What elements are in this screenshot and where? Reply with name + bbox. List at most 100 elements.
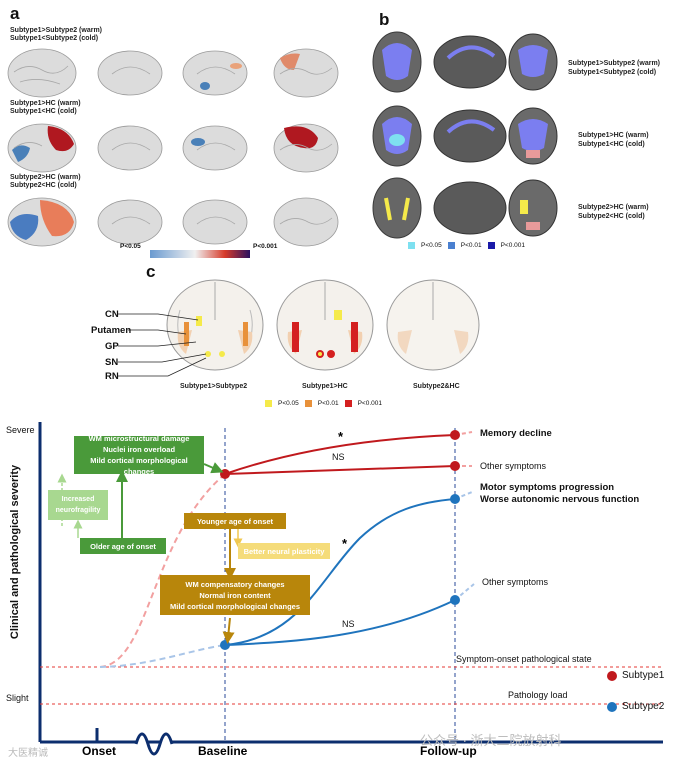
panel-b-legend-swatch-2	[447, 242, 455, 249]
panel-b-legend-swatch-3	[487, 242, 495, 249]
panel-b-legend-label-1: P<0.05	[421, 242, 442, 249]
panel-a-row2-label1: Subtype1>HC (warm)	[10, 100, 81, 107]
y-top-label: Severe	[6, 425, 35, 435]
brain-b-r2-sagittal	[433, 109, 507, 163]
annotation-star-subtype1: *	[338, 429, 344, 444]
panel-b-brains	[372, 31, 558, 239]
annotation-other1: Other symptoms	[480, 461, 547, 471]
subtype1-memory-node	[450, 430, 460, 440]
panel-c-structure-rn: RN	[105, 371, 119, 382]
panel-b-legend-swatch-1	[408, 242, 415, 249]
box-older-age: Older age of onset	[80, 538, 166, 554]
panel-c-legend-label-2: P<0.01	[317, 400, 339, 407]
watermark-right: 公众号 · 浙大二院放射科	[420, 733, 562, 748]
panel-b-row1-label2: Subtype1<Subtype2 (cold)	[568, 69, 657, 76]
panel-c-legend-swatch-1	[265, 400, 272, 407]
subtype2-other-node	[450, 595, 460, 605]
brain-b-r3-coronal	[508, 179, 558, 237]
box-wm-damage: WM microstructural damage Nuclei iron ov…	[74, 434, 204, 476]
legend-subtype1-label: Subtype1	[622, 670, 665, 681]
panel-a-row2-label2: Subtype1<HC (cold)	[10, 108, 77, 115]
panel-b-row3-label1: Subtype2>HC (warm)	[578, 204, 649, 211]
box-wm-damage-line3: Mild cortical morphological changes	[90, 456, 188, 476]
panel-c-caption-1: Subtype1>Subtype2	[180, 383, 248, 390]
brain-a-r1-lateral-right	[273, 48, 339, 98]
panel-b-legend-label-3: P<0.001	[500, 242, 525, 249]
brain-a-r2-medial-left	[97, 125, 163, 171]
panel-a-legend-high: P<0.001	[253, 243, 278, 250]
brain-c-1	[166, 279, 264, 371]
annotation-ns-subtype2: NS	[342, 619, 355, 629]
annotation-pathology-load: Pathology load	[508, 690, 568, 700]
subtype2-baseline-node	[220, 640, 230, 650]
brain-a-r3-lateral-right	[273, 197, 339, 247]
panel-c-letter: c	[146, 262, 156, 281]
annotation-motor: Motor symptoms progression	[480, 482, 615, 493]
box-wm-damage-line1: WM microstructural damage	[88, 434, 190, 443]
brain-a-r2-lateral-right	[273, 123, 339, 173]
brain-a-r1-lateral-left	[7, 48, 77, 98]
panel-b-row3-label2: Subtype2<HC (cold)	[578, 213, 645, 220]
panel-a-colorbar	[150, 250, 250, 258]
box-younger-age: Younger age of onset	[184, 513, 286, 529]
annotation-autonomic: Worse autonomic nervous function	[480, 494, 640, 505]
legend-subtype2-dot	[607, 702, 617, 712]
panel-c-legend-swatch-3	[344, 400, 352, 407]
panel-c-caption-2: Subtype1>HC	[302, 383, 348, 390]
box-wm-compensatory-line1: WM compensatory changes	[185, 579, 285, 589]
box-neurofragility: Increased neurofragility	[48, 490, 108, 520]
y-bottom-label: Slight	[6, 693, 29, 703]
subtype2-prebaseline-curve	[99, 644, 226, 668]
watermark-left: 大医精诚	[8, 748, 48, 759]
brain-c-3	[386, 279, 480, 371]
subtype2-other-curve	[224, 599, 456, 646]
panel-b-legend: P<0.05 P<0.01 P<0.001	[408, 242, 525, 249]
panel-b-row1-label1: Subtype1>Subtype2 (warm)	[568, 60, 660, 67]
x-label-onset: Onset	[82, 744, 117, 758]
annotation-memory: Memory decline	[480, 428, 552, 439]
panel-c-brains	[118, 279, 480, 377]
panel-a-row3-label2: Subtype2<HC (cold)	[10, 182, 77, 189]
axis-break	[134, 732, 174, 756]
panel-b-letter: b	[379, 10, 390, 29]
brain-a-r2-medial-right	[182, 125, 248, 171]
subtype2-motor-node	[450, 494, 460, 504]
panel-c-structure-sn: SN	[105, 357, 119, 368]
subtype1-prebaseline-curve	[99, 473, 226, 668]
brain-b-r3-sagittal	[433, 181, 507, 235]
y-axis-label: Clinical and pathological severity	[9, 464, 21, 640]
brain-c-2	[276, 279, 374, 371]
box-wm-compensatory-line2: Normal iron content	[199, 590, 271, 600]
legend-subtype1-dot	[607, 671, 617, 681]
box-wm-damage-line2: Nuclei iron overload	[102, 445, 176, 454]
panel-c-legend-label-1: P<0.05	[278, 400, 299, 407]
annotation-ns-subtype1: NS	[332, 452, 345, 462]
brain-a-r2-lateral-left	[7, 123, 77, 173]
x-label-followup: Follow-up	[420, 744, 477, 758]
panel-b-row2-label2: Subtype1<HC (cold)	[578, 141, 645, 148]
annotation-onset-state: Symptom-onset pathological state	[456, 654, 592, 664]
panel-a-brains	[7, 48, 339, 258]
panel-c-structure-cn: CN	[105, 309, 119, 320]
panel-a-row3-label1: Subtype2>HC (warm)	[10, 174, 81, 181]
panel-c-caption-3: Subtype2&HC	[413, 383, 460, 390]
panel-a-row1-label1: Subtype1>Subtype2 (warm)	[10, 27, 102, 34]
subtype1-baseline-node	[220, 469, 230, 479]
panel-a-letter: a	[10, 4, 20, 23]
subtype1-other-node	[450, 461, 460, 471]
x-label-baseline: Baseline	[198, 744, 248, 758]
brain-b-r1-sagittal	[433, 35, 507, 89]
panel-b-legend-label-2: P<0.01	[460, 242, 482, 249]
box-neurofragility-line2: neurofragility	[55, 507, 101, 514]
annotation-star-subtype2: *	[342, 536, 348, 551]
box-wm-compensatory: WM compensatory changes Normal iron cont…	[160, 575, 310, 615]
annotation-other2: Other symptoms	[482, 577, 549, 587]
subtype2-motor-curve	[224, 498, 456, 646]
subtype1-other-line	[224, 465, 456, 475]
panel-c-legend-label-3: P<0.001	[357, 400, 382, 407]
panel-c-legend: P<0.05 P<0.01 P<0.001	[265, 400, 382, 407]
panel-c-structure-putamen: Putamen	[91, 325, 132, 336]
brain-a-r1-medial-left	[97, 50, 163, 96]
panel-a-legend-low: P<0.05	[120, 243, 141, 250]
